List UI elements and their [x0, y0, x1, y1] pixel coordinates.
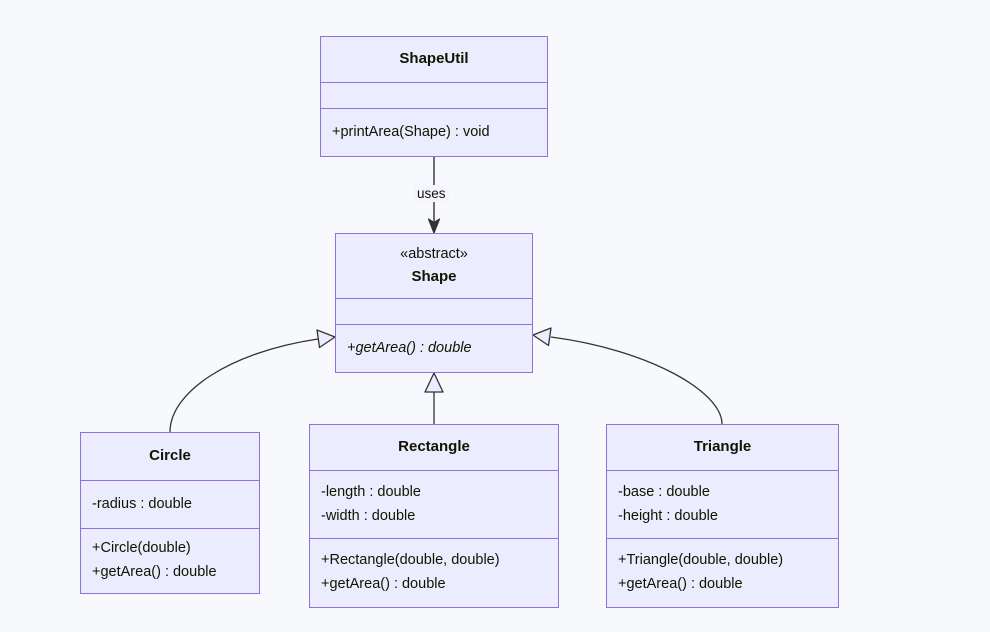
class-methods-shape: +getArea() : double	[336, 324, 532, 372]
class-attributes-shape	[336, 298, 532, 324]
edge-label-uses: uses	[414, 185, 449, 202]
class-method: +Rectangle(double, double)	[321, 552, 500, 569]
class-methods-shapeutil: +printArea(Shape) : void	[321, 108, 547, 156]
class-header-rectangle: Rectangle	[310, 425, 558, 470]
class-methods-rectangle: +Rectangle(double, double) +getArea() : …	[310, 538, 558, 607]
class-method: +printArea(Shape) : void	[332, 123, 490, 140]
edge-triangle-inherits-shape	[532, 327, 723, 425]
class-method: +Circle(double)	[92, 540, 191, 557]
class-methods-circle: +Circle(double) +getArea() : double	[81, 528, 259, 593]
class-attribute: -height : double	[618, 507, 718, 524]
class-box-shapeutil[interactable]: ShapeUtil +printArea(Shape) : void	[320, 36, 548, 157]
class-header-triangle: Triangle	[607, 425, 838, 470]
class-attributes-triangle: -base : double -height : double	[607, 470, 838, 538]
class-name-circle: Circle	[149, 447, 191, 465]
class-stereotype-shape: «abstract»	[400, 245, 468, 262]
class-name-triangle: Triangle	[693, 438, 752, 456]
class-box-triangle[interactable]: Triangle -base : double -height : double…	[606, 424, 839, 608]
class-header-circle: Circle	[81, 433, 259, 480]
class-name-rectangle: Rectangle	[398, 438, 470, 456]
class-method: +getArea() : double	[92, 564, 217, 580]
class-attribute: -base : double	[618, 483, 710, 500]
class-method: +Triangle(double, double)	[618, 552, 784, 569]
class-attributes-circle: -radius : double	[81, 480, 259, 528]
class-attribute: -radius : double	[92, 495, 192, 512]
class-attribute: -width : double	[321, 507, 416, 524]
class-method: +getArea() : double	[347, 339, 472, 356]
class-header-shapeutil: ShapeUtil	[321, 37, 547, 82]
class-name-shapeutil: ShapeUtil	[399, 50, 469, 68]
class-method: +getArea() : double	[618, 576, 743, 592]
class-box-shape[interactable]: «abstract» Shape +getArea() : double	[335, 233, 533, 373]
edge-circle-inherits-shape	[169, 329, 336, 433]
class-box-circle[interactable]: Circle -radius : double +Circle(double) …	[80, 432, 260, 594]
class-name-shape: Shape	[411, 267, 457, 285]
class-header-shape: «abstract» Shape	[336, 234, 532, 298]
class-attributes-rectangle: -length : double -width : double	[310, 470, 558, 538]
edge-rectangle-inherits-shape	[424, 372, 444, 424]
class-methods-triangle: +Triangle(double, double) +getArea() : d…	[607, 538, 838, 607]
class-method: +getArea() : double	[321, 576, 446, 592]
class-attributes-shapeutil	[321, 82, 547, 108]
class-attribute: -length : double	[321, 483, 421, 500]
class-box-rectangle[interactable]: Rectangle -length : double -width : doub…	[309, 424, 559, 608]
